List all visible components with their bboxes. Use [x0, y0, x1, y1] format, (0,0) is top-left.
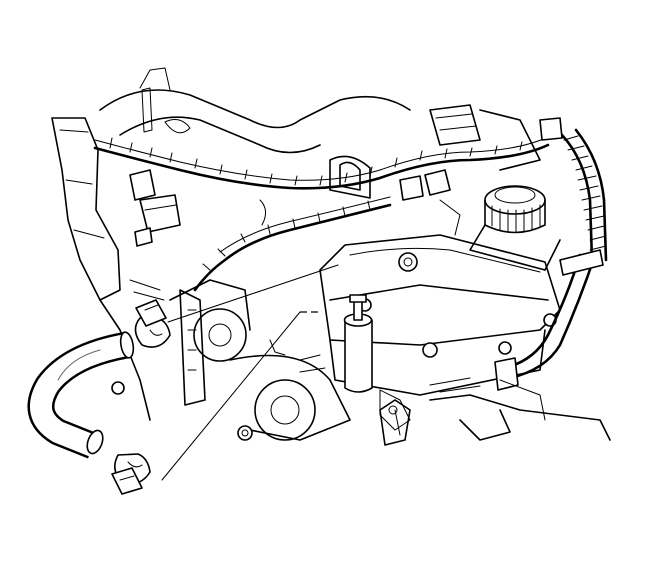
lower-hose-clamp-icon [111, 453, 151, 495]
upper-hose-clamp-icon [134, 299, 171, 348]
coolant-pipe [429, 249, 604, 393]
wiring-harness [93, 87, 608, 292]
leader-lines [161, 264, 339, 481]
engine-details [259, 199, 546, 431]
heater-hose [27, 331, 135, 459]
engine-assembly [51, 67, 611, 446]
